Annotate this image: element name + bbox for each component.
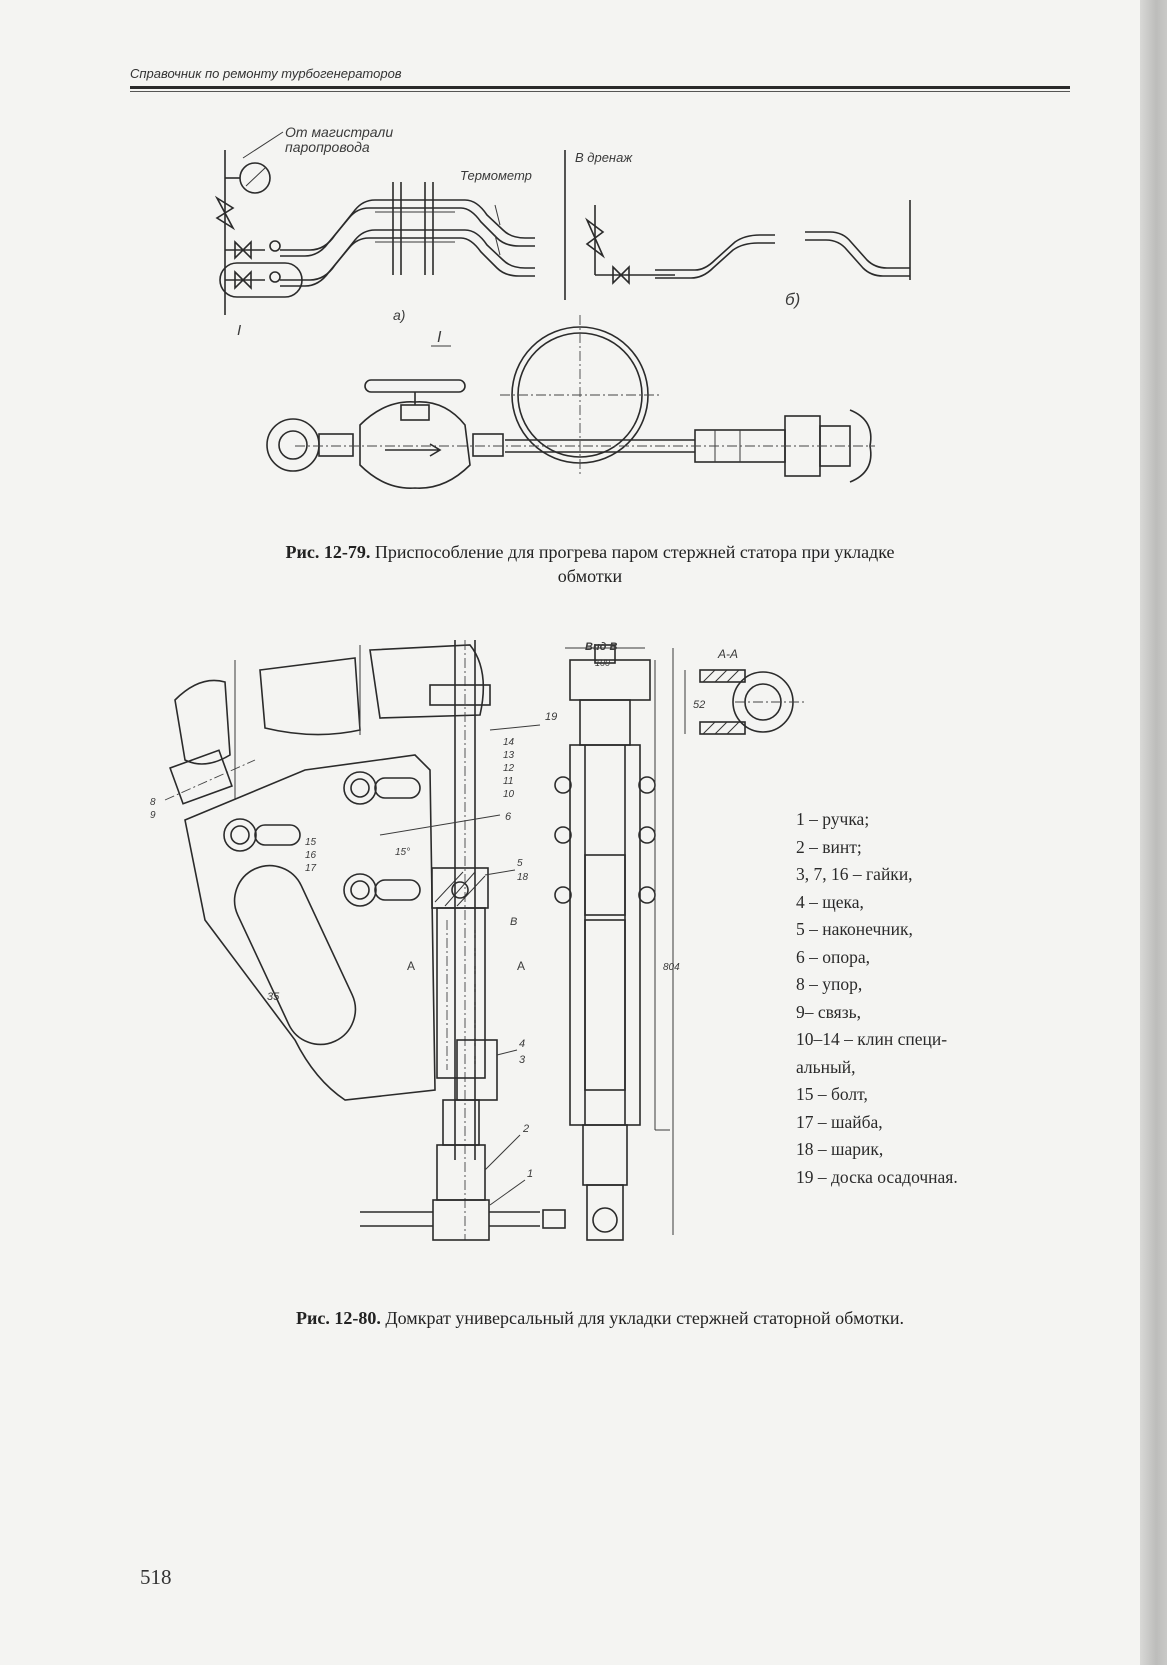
callout-13: 13 xyxy=(503,750,515,761)
screw-column xyxy=(436,907,486,1079)
valve-icon xyxy=(234,270,252,290)
figure-12-79-caption-line1: Приспособление для прогрева паром стержн… xyxy=(374,542,895,562)
view-b-body xyxy=(569,744,641,1126)
label-sub-a: а) xyxy=(393,307,405,323)
figure-12-79-drawing: От магистрали паропровода Термометр а) I… xyxy=(215,124,911,489)
valve-icon xyxy=(612,265,630,285)
label-from-main-1: От магистрали xyxy=(285,124,393,140)
label-sub-b: б) xyxy=(785,290,800,309)
stator-tooth xyxy=(369,644,485,719)
callout-14: 14 xyxy=(503,737,515,748)
label-arrow-a-left: А xyxy=(407,959,415,973)
callout-19: 19 xyxy=(545,711,557,723)
figure-12-80-caption: Рис. 12-80. Домкрат универсальный для ук… xyxy=(180,1306,1020,1330)
label-dim-vert: 804 xyxy=(663,962,680,973)
figure-12-80-legend: 1 – ручка; 2 – винт; 3, 7, 16 – гайки, 4… xyxy=(796,806,1036,1191)
valve-handwheel xyxy=(364,379,466,393)
label-detail-mark: I xyxy=(237,322,241,339)
callout-4: 4 xyxy=(519,1038,525,1050)
legend-item: 17 – шайба, xyxy=(796,1111,883,1132)
legend-item: 15 – болт, xyxy=(796,1084,868,1104)
handle-hub xyxy=(432,1199,490,1241)
callout-8: 8 xyxy=(150,797,156,808)
label-detail-title: I xyxy=(437,329,442,346)
callout-17: 17 xyxy=(305,863,317,874)
legend-item: 2 – винт; xyxy=(796,836,862,857)
cheek-4 xyxy=(456,1039,498,1101)
legend-item: 5 – наконечник, xyxy=(796,919,913,939)
valve-body xyxy=(359,401,471,489)
figure-12-80-number: Рис. 12-80. xyxy=(296,1308,381,1328)
callout-5: 5 xyxy=(517,858,523,869)
page-edge-shadow xyxy=(1140,0,1167,1665)
label-view-b: Вид В xyxy=(585,641,618,653)
page-number: 518 xyxy=(140,1565,172,1589)
cheek-plate xyxy=(184,754,436,1101)
legend-item: 8 – упор, xyxy=(796,974,863,994)
tip-section xyxy=(431,867,489,909)
callout-18: 18 xyxy=(517,872,529,883)
running-header-title: Справочник по ремонту турбогенераторов xyxy=(130,66,402,81)
label-section-aa: А-А xyxy=(717,647,738,661)
legend-item: альный, xyxy=(796,1056,856,1077)
callout-2: 2 xyxy=(522,1123,529,1135)
figure-12-79-number: Рис. 12-79. xyxy=(285,542,371,562)
label-to-drain: В дренаж xyxy=(575,150,633,165)
callout-15: 15 xyxy=(305,837,317,848)
label-dim-15: 15° xyxy=(395,847,410,858)
nut xyxy=(343,873,377,907)
label-dim-100: 100 xyxy=(595,658,610,668)
callout-1: 1 xyxy=(527,1168,533,1180)
callout-11: 11 xyxy=(503,776,513,787)
stator-tooth xyxy=(174,679,231,765)
valve-icon xyxy=(585,217,605,259)
valve-icon xyxy=(215,195,236,231)
legend-item: 4 – щека, xyxy=(796,891,864,912)
label-arrow-b: В xyxy=(510,916,517,928)
scheme-b: В дренаж б) xyxy=(575,150,911,309)
handwheel-ring xyxy=(266,418,320,472)
header-rule-thin xyxy=(130,91,1070,92)
legend-item: 19 – доска осадочная. xyxy=(796,1166,958,1187)
legend-item: 1 – ручка; xyxy=(796,809,870,829)
nut xyxy=(223,818,257,852)
figure-12-79-caption-line2: обмотки xyxy=(557,566,623,586)
stator-tooth xyxy=(259,657,361,736)
detail-i: I xyxy=(266,315,875,489)
scheme-a: От магистрали паропровода Термометр а) I xyxy=(215,124,566,339)
figure-12-80-drawing: Вид В 100 А-А 52 15° 35 804 А А В 19 14 … xyxy=(150,640,805,1241)
header-rule-thick xyxy=(130,86,1070,89)
nut-3 xyxy=(442,1099,480,1146)
stop-screw xyxy=(169,749,233,805)
legend-item: 6 – опора, xyxy=(796,946,871,967)
callout-3: 3 xyxy=(519,1054,526,1066)
callout-6: 6 xyxy=(505,811,512,823)
callout-10: 10 xyxy=(503,789,515,800)
screw-2 xyxy=(436,1144,486,1201)
figure-12-79-caption: Рис. 12-79. Приспособление для прогрева … xyxy=(180,540,1000,588)
label-arrow-a-right: А xyxy=(517,959,525,973)
callout-16: 16 xyxy=(305,850,317,861)
label-dim-35: 35 xyxy=(267,991,280,1003)
slot-opening xyxy=(233,864,357,1046)
valve-icon xyxy=(234,240,252,260)
label-dim-52: 52 xyxy=(693,699,705,711)
nut xyxy=(343,771,377,805)
callout-12: 12 xyxy=(503,763,515,774)
running-header: Справочник по ремонту турбогенераторов xyxy=(130,62,1070,102)
label-thermometer: Термометр xyxy=(460,168,532,183)
ball xyxy=(451,881,469,899)
legend-item: 18 – шарик, xyxy=(796,1139,884,1159)
figure-12-80-caption-text: Домкрат универсальный для укладки стержн… xyxy=(385,1308,904,1328)
callout-9: 9 xyxy=(150,810,156,821)
label-from-main-2: паропровода xyxy=(285,139,370,155)
legend-item: 10–14 – клин специ- xyxy=(796,1029,948,1049)
section-aa-top xyxy=(699,669,746,683)
legend-item: 9– связь, xyxy=(796,1001,861,1022)
legend-item: 3, 7, 16 – гайки, xyxy=(796,864,913,884)
